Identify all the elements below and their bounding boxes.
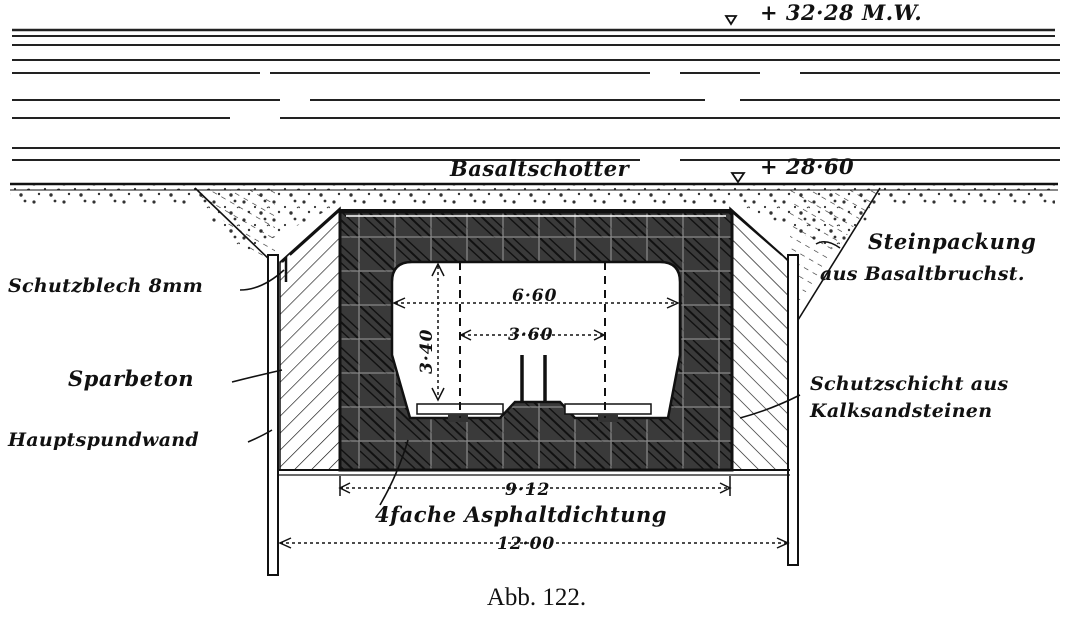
dimension-inner-height	[431, 262, 445, 402]
asphalt-sealing-label: 4fache Asphaltdichtung	[375, 502, 667, 527]
center-posts	[520, 355, 547, 403]
total-width-label: 12·00	[497, 534, 555, 554]
track-spacing-label: 3·60	[508, 325, 553, 345]
excavation-slope-left	[194, 187, 273, 263]
leader-lines	[231, 240, 841, 506]
inner-height-label: 3·40	[417, 329, 437, 374]
dimension-box-width	[338, 476, 732, 496]
track-centerlines	[459, 262, 606, 418]
protective-layer-label-1: Schutzschicht aus	[810, 373, 1008, 395]
inner-width-label: 6·60	[512, 286, 557, 306]
figure-caption: Abb. 122.	[486, 584, 587, 611]
basalt-gravel-label: Basaltschotter	[449, 156, 631, 181]
main-sheet-pile-wall-label: Hauptspundwand	[7, 429, 199, 451]
bed-level-marker	[730, 172, 746, 184]
excavation-slope-right	[797, 187, 881, 321]
stone-packing-label-1: Steinpackung	[868, 229, 1036, 254]
lean-concrete-left	[279, 206, 341, 471]
box-width-label: 9·12	[505, 480, 550, 500]
dimension-inner-width	[392, 297, 680, 309]
water-lines	[12, 28, 1060, 161]
lean-concrete-right	[729, 206, 791, 471]
top-cover-slab	[289, 209, 783, 256]
water-level-label: + 32·28 M.W.	[760, 0, 922, 25]
protective-plate-label: Schutzblech 8mm	[8, 275, 203, 297]
track-bed-right	[564, 403, 652, 422]
lean-concrete-label: Sparbeton	[68, 366, 194, 391]
dimension-total-width	[278, 537, 790, 549]
protective-layer-label-2: Kalksandsteinen	[809, 400, 992, 422]
main-sheet-pile-wall-right	[787, 254, 799, 566]
main-sheet-pile-wall-left	[267, 254, 279, 576]
tunnel-interior	[390, 260, 682, 420]
dimension-track-spacing	[459, 329, 606, 341]
bed-level-label: + 28·60	[760, 154, 854, 179]
stone-packing-label-2: aus Basaltbruchst.	[820, 263, 1025, 285]
protective-plate-left	[281, 254, 288, 282]
water-level-marker	[724, 15, 738, 26]
